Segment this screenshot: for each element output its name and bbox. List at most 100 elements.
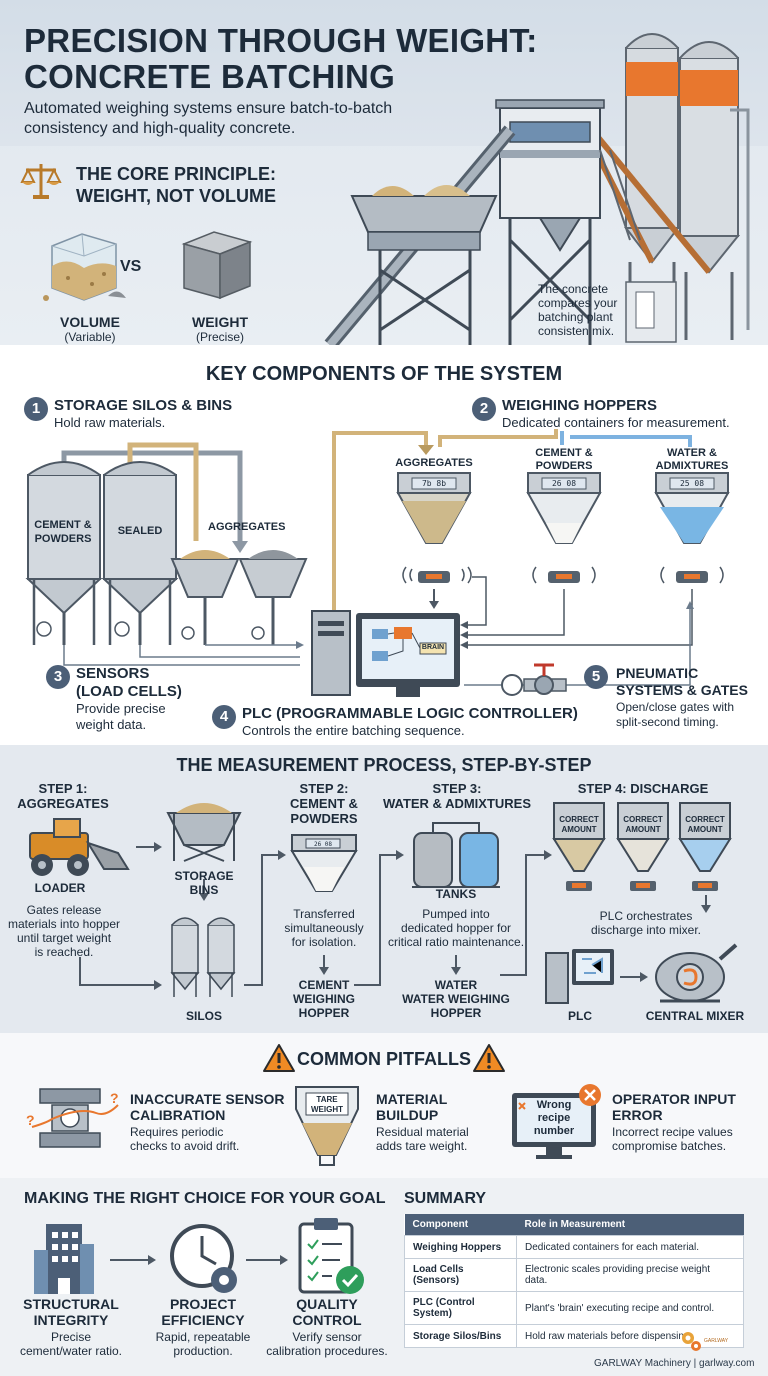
silo-cement-label-line1: CEMENT &: [34, 519, 92, 531]
vs-label: VS: [120, 258, 142, 275]
component-3-desc-line1: Provide precise: [76, 701, 166, 716]
component-4-title: PLC (PROGRAMMABLE LOGIC CONTROLLER): [242, 705, 578, 722]
summary-cell-component: Weighing Hoppers: [404, 1235, 517, 1259]
page-title-line1: PRECISION THROUGH WEIGHT:: [24, 22, 538, 59]
loader-icon: [29, 818, 130, 876]
warning-triangle-icon-left: [263, 1044, 295, 1072]
table-row: Weighing Hoppers Dedicated containers fo…: [404, 1235, 744, 1259]
component-1-title: STORAGE SILOS & BINS: [54, 397, 233, 414]
cement-hopper-display: 26 08: [313, 841, 333, 848]
process-heading: THE MEASUREMENT PROCESS, STEP-BY-STEP: [176, 755, 592, 775]
aggregate-bins-label: AGGREGATES: [208, 521, 286, 533]
silo-cement-label-line2: POWDERS: [34, 533, 92, 545]
component-5-desc-line1: Open/close gates with: [616, 700, 735, 714]
summary-col-component: Component: [404, 1214, 517, 1236]
step2-title-line1: STEP 2:: [299, 781, 349, 796]
key-components-section: KEY COMPONENTS OF THE SYSTEM 1 STORAGE S…: [0, 345, 768, 745]
summary-header-row: Component Role in Measurement: [404, 1214, 744, 1236]
component-3-title-line1: SENSORS: [76, 665, 150, 682]
step3-title-line1: STEP 3:: [432, 781, 482, 796]
summary-cell-role: Plant's 'brain' executing recipe and con…: [516, 1291, 744, 1325]
goals-summary-section: MAKING THE RIGHT CHOICE FOR YOUR GOAL: [0, 1178, 768, 1376]
step1-desc-line3: until target weight: [16, 931, 112, 945]
footer-credit: GARLWAY Machinery | garlway.com: [594, 1358, 755, 1369]
hopper-water: [654, 472, 730, 544]
goal2-desc-line1: Rapid, repeatable: [155, 1330, 251, 1344]
clipboard-check-icon: [298, 1218, 364, 1294]
component-number-1: 1: [24, 397, 48, 421]
step3-title-line2: WATER & ADMIXTURES: [382, 796, 532, 811]
tare-icon-line2: WEIGHT: [311, 1105, 343, 1114]
wrong-recipe-line2: recipe: [537, 1112, 571, 1124]
table-row: Storage Silos/Bins Hold raw materials be…: [404, 1324, 744, 1348]
svg-text:?: ?: [26, 1112, 35, 1128]
summary-cell-role: Dedicated containers for each material.: [516, 1235, 744, 1259]
component-1-desc: Hold raw materials.: [54, 415, 166, 430]
core-principle-line1: THE CORE PRINCIPLE:: [76, 164, 277, 184]
central-mixer-label: CENTRAL MIXER: [645, 1009, 745, 1023]
weight-note: (Precise): [195, 330, 244, 344]
plant-note-line4: consisten mix.: [538, 324, 615, 338]
hopper-aggregates-display: 7b 8b: [421, 479, 447, 488]
silo-sealed-label: SEALED: [117, 525, 163, 537]
step3-desc-line2: dedicated hopper for: [400, 921, 512, 935]
step2-desc-line3: for isolation.: [291, 935, 357, 949]
pitfalls-heading: COMMON PITFALLS: [297, 1049, 471, 1069]
hopper-cement-display: 26 08: [551, 479, 577, 488]
summary-col-role: Role in Measurement: [516, 1214, 744, 1236]
wrong-recipe-monitor-icon: [512, 1084, 601, 1159]
cement-hopper-label-line2: WEIGHING: [293, 992, 355, 1006]
component-2-desc: Dedicated containers for measurement.: [502, 415, 730, 430]
goal2-desc-line2: production.: [173, 1344, 233, 1358]
pitfall3-desc-line2: compromise batches.: [612, 1139, 727, 1153]
component-number-5: 5: [584, 665, 608, 689]
pitfall3-title-line2: ERROR: [612, 1107, 663, 1123]
table-row: Load Cells (Sensors) Electronic scales p…: [404, 1258, 744, 1292]
silo-left: [623, 33, 681, 264]
hopper-cement: [526, 472, 602, 544]
page-subtitle-line1: Automated weighing systems ensure batch-…: [24, 100, 393, 117]
load-cell-drift-icon: ? ?: [26, 1088, 119, 1148]
hopper-cement-label-line2: POWDERS: [535, 460, 593, 472]
summary-heading: SUMMARY: [404, 1190, 487, 1207]
water-hopper-label-line1: WATER: [434, 978, 478, 992]
components-heading: KEY COMPONENTS OF THE SYSTEM: [205, 363, 563, 385]
goal1-desc-line1: Precise: [50, 1330, 91, 1344]
cement-hopper-label-line3: HOPPER: [298, 1006, 350, 1020]
plc-label: PLC: [568, 1009, 592, 1023]
correct-amount-2-line2: AMOUNT: [625, 825, 661, 834]
weight-label: WEIGHT: [192, 314, 248, 330]
water-hopper-label-line3: HOPPER: [430, 1006, 482, 1020]
plc-screen-brain-label: BRAIN: [421, 644, 445, 651]
pitfall2-title-line1: MATERIAL: [376, 1091, 448, 1107]
batching-plant-illustration: [324, 33, 750, 345]
pitfall1-title-line1: INACCURATE SENSOR: [130, 1091, 285, 1107]
svg-text:?: ?: [110, 1090, 119, 1106]
hopper-water-display: 25 08: [679, 479, 705, 488]
goals-icons: [34, 1218, 364, 1294]
component-5-desc-line2: split-second timing.: [616, 715, 719, 729]
step3-desc-line3: critical ratio maintenance.: [387, 935, 525, 949]
hero-section: PRECISION THROUGH WEIGHT: CONCRETE BATCH…: [0, 0, 768, 345]
component-3-desc-line2: weight data.: [76, 717, 147, 732]
summary-cell-component: Load Cells (Sensors): [404, 1258, 517, 1292]
correct-amount-1-line1: CORRECT: [559, 815, 599, 824]
component-5-title-line1: PNEUMATIC: [616, 665, 699, 681]
pitfall3-desc-line1: Incorrect recipe values: [612, 1125, 733, 1139]
process-flow-diagram: [29, 802, 738, 1004]
balance-scale-icon: [20, 164, 62, 199]
summary-table: Component Role in Measurement Weighing H…: [404, 1214, 744, 1348]
component-3-title-line2: (LOAD CELLS): [76, 683, 182, 700]
correct-amount-3-line2: AMOUNT: [687, 825, 723, 834]
tanks-label: TANKS: [435, 887, 477, 901]
table-row: PLC (Control System) Plant's 'brain' exe…: [404, 1291, 744, 1325]
goal1-title-line2: INTEGRITY: [33, 1312, 109, 1328]
hopper-water-label-line2: ADMIXTURES: [655, 460, 729, 472]
volume-note: (Variable): [64, 330, 116, 344]
pitfall1-desc-line1: Requires periodic: [130, 1125, 224, 1139]
component-2-title: WEIGHING HOPPERS: [502, 397, 658, 414]
tare-weight-hopper-icon: [295, 1086, 359, 1166]
weight-cube-icon: [181, 231, 253, 300]
goal3-desc-line1: Verify sensor: [292, 1330, 362, 1344]
common-pitfalls-section: COMMON PITFALLS ? ? INACCURATE SENSOR CA…: [0, 1033, 768, 1178]
